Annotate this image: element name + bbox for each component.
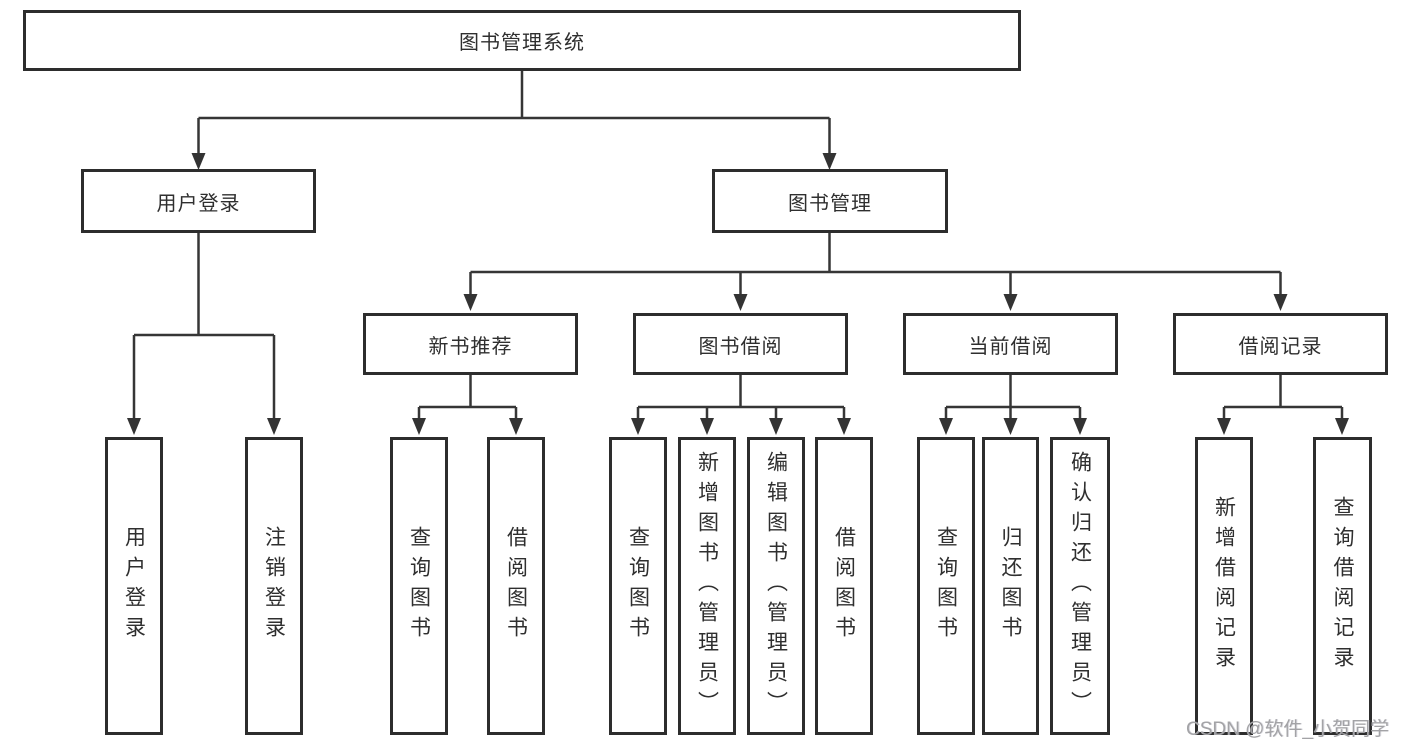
arrowhead-icons [127, 153, 1349, 435]
node-label: 用户登录 [122, 526, 146, 646]
leaf-add-borrow-record: 新增借阅记录 [1195, 437, 1253, 735]
node-label: 当前借阅 [968, 335, 1053, 358]
node-label: 图书管理系统 [459, 32, 585, 54]
leaf-query-books-current: 查询图书 [917, 437, 975, 735]
node-label: 用户登录 [156, 192, 241, 215]
node-label: 新增借阅记录 [1212, 496, 1236, 676]
leaf-add-books-admin: 新增图书（管理员） [678, 437, 736, 735]
node-current-borrowing: 当前借阅 [903, 313, 1118, 375]
node-label: 查询图书 [934, 526, 958, 646]
node-new-book-recommend: 新书推荐 [363, 313, 578, 375]
connector-lines [132, 71, 1344, 421]
node-label: 注销登录 [262, 526, 286, 646]
csdn-watermark: CSDN @软件_小贺同学 [1186, 719, 1389, 740]
node-label: 图书借阅 [698, 335, 783, 358]
node-label: 新书推荐 [428, 335, 513, 358]
node-label: 查询图书 [626, 526, 650, 646]
node-label: 查询借阅记录 [1331, 496, 1354, 676]
node-book-borrowing: 图书借阅 [633, 313, 848, 375]
leaf-query-books-recommend: 查询图书 [390, 437, 448, 735]
leaf-query-borrow-record: 查询借阅记录 [1313, 437, 1372, 735]
node-borrow-records: 借阅记录 [1173, 313, 1388, 375]
node-label: 查询图书 [407, 526, 431, 646]
leaf-query-books-borrowing: 查询图书 [609, 437, 667, 735]
node-label: 借阅图书 [832, 526, 856, 646]
leaf-user-login: 用户登录 [105, 437, 163, 735]
node-label: 新增图书（管理员） [695, 451, 719, 721]
leaf-edit-books-admin: 编辑图书（管理员） [747, 437, 805, 735]
node-label: 图书管理 [788, 192, 872, 215]
leaf-logout-login: 注销登录 [245, 437, 303, 735]
node-user-login: 用户登录 [81, 169, 316, 233]
leaf-borrow-books-borrowing: 借阅图书 [815, 437, 873, 735]
node-label: 借阅记录 [1238, 335, 1323, 358]
node-book-management: 图书管理 [712, 169, 948, 233]
leaf-confirm-return-admin: 确认归还（管理员） [1050, 437, 1110, 735]
leaf-borrow-books-recommend: 借阅图书 [487, 437, 545, 735]
node-label: 编辑图书（管理员） [764, 451, 788, 721]
leaf-return-books: 归还图书 [982, 437, 1039, 735]
node-label: 确认归还（管理员） [1068, 451, 1092, 721]
node-label: 借阅图书 [504, 526, 528, 646]
node-label: 归还图书 [999, 526, 1022, 646]
node-library-management-system: 图书管理系统 [23, 10, 1021, 71]
